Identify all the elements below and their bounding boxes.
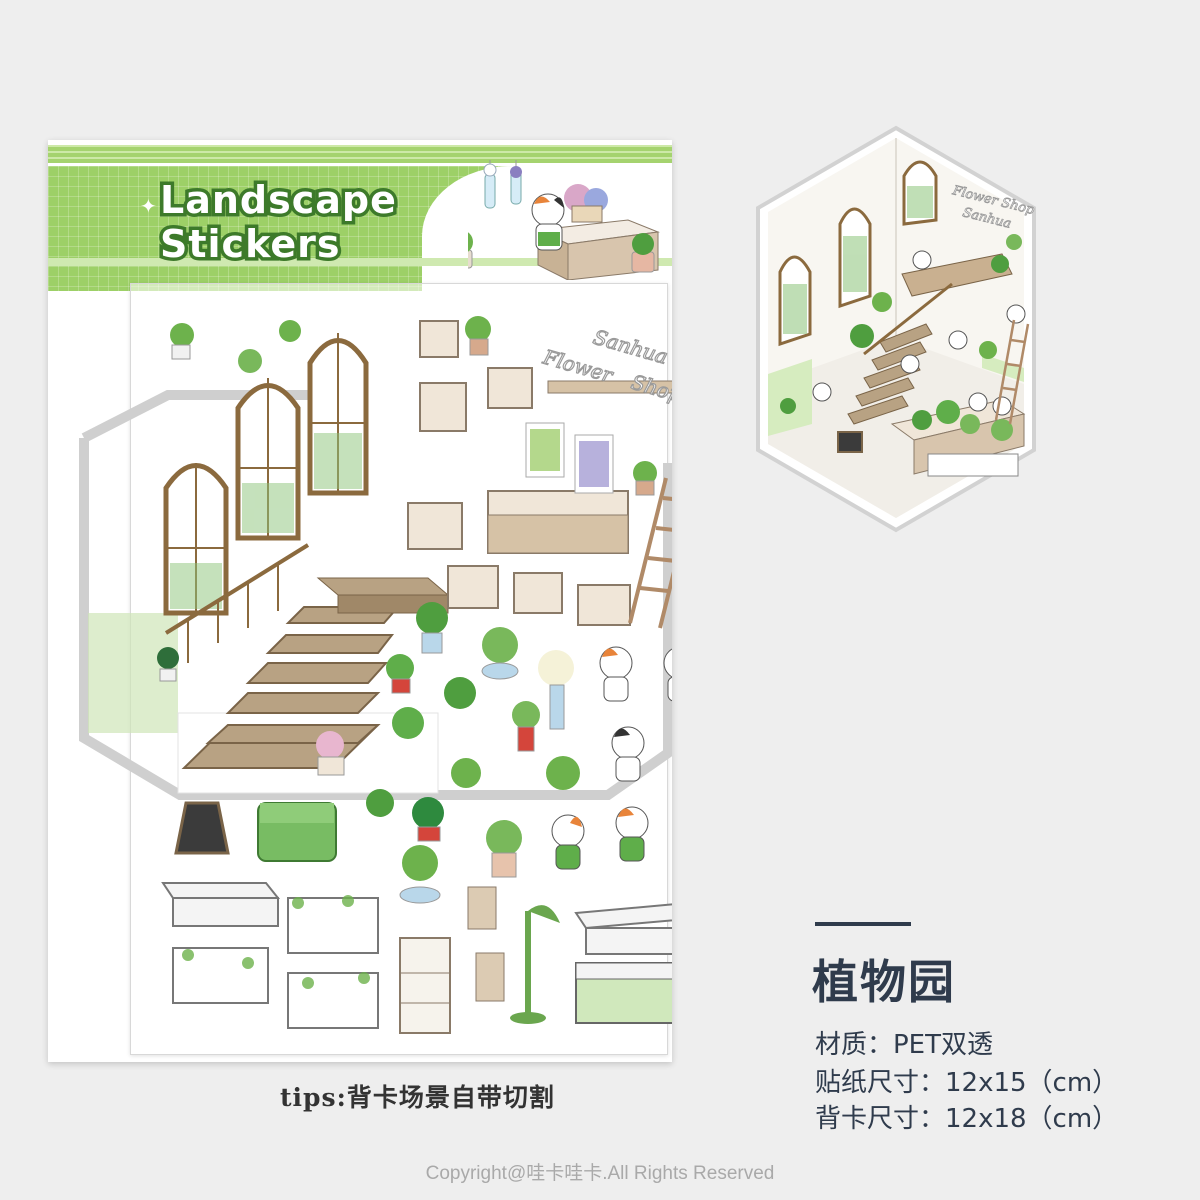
banner-stripe <box>48 145 672 163</box>
product-name: 植物园 <box>812 955 956 1009</box>
sparkle-icon: ✦ <box>140 194 157 218</box>
divider <box>815 922 911 926</box>
tips-text: tips:背卡场景自带切割 <box>280 1083 555 1112</box>
title-line-2: Stickers <box>156 219 342 270</box>
sticker-sheet-illustration: Sanhua Flower Shop <box>79 316 672 1034</box>
copyright-text: Copyright@哇卡哇卡.All Rights Reserved <box>425 1163 775 1184</box>
sparkle-icon: ✦ <box>460 178 472 194</box>
sticker-sign-text: Shop <box>629 370 672 407</box>
sparkle-icon: ✦ <box>420 222 437 246</box>
banner-stripe-bottom <box>48 258 672 266</box>
material-spec: 材质：PET双透 <box>815 1030 993 1060</box>
banner-illustration <box>468 160 660 280</box>
card-size-spec: 背卡尺寸：12x18（cm） <box>815 1104 1119 1134</box>
title-line-1: Landscape <box>157 175 400 226</box>
sticker-size-spec: 贴纸尺寸：12x15（cm） <box>815 1068 1119 1098</box>
hexagon-preview: Flower Shop Sanhua <box>756 125 1037 533</box>
